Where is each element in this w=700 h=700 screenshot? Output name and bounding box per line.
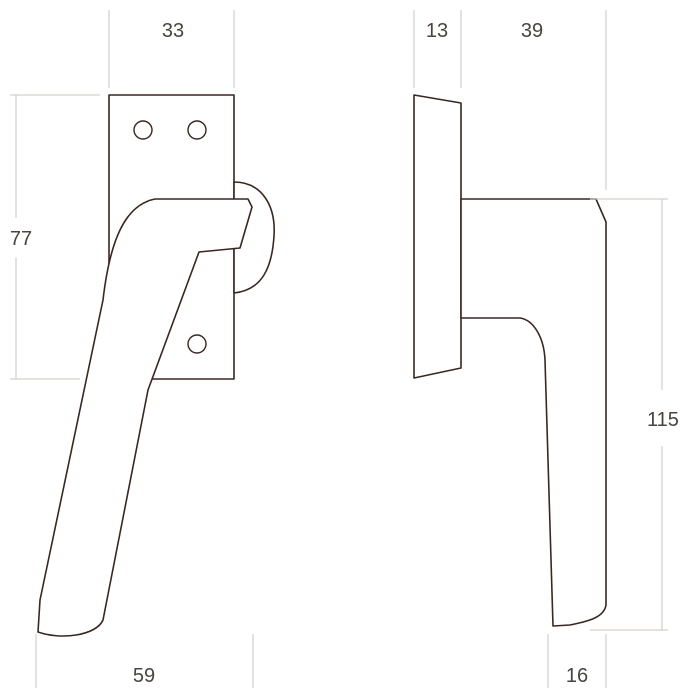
label-side-handle-projection: 39 <box>521 20 543 42</box>
side-handle-profile <box>460 198 607 627</box>
label-side-handle-length: 115 <box>647 409 679 431</box>
side-base-plate <box>413 94 462 379</box>
label-front-plate-height: 77 <box>10 228 32 250</box>
dimension-lines <box>10 10 668 688</box>
label-front-handle-span: 59 <box>133 665 155 687</box>
label-side-handle-tip: 16 <box>566 665 588 687</box>
front-handle-lever <box>37 198 253 637</box>
front-view <box>37 94 275 637</box>
screw-hole-bottom <box>187 334 207 354</box>
screw-hole-top-right <box>187 120 207 140</box>
screw-hole-top-left <box>133 120 153 140</box>
dimension-labels: 33 77 59 13 39 115 16 <box>10 20 679 687</box>
label-side-base-depth: 13 <box>426 20 448 42</box>
side-view <box>413 94 607 627</box>
label-front-plate-width: 33 <box>162 20 184 42</box>
